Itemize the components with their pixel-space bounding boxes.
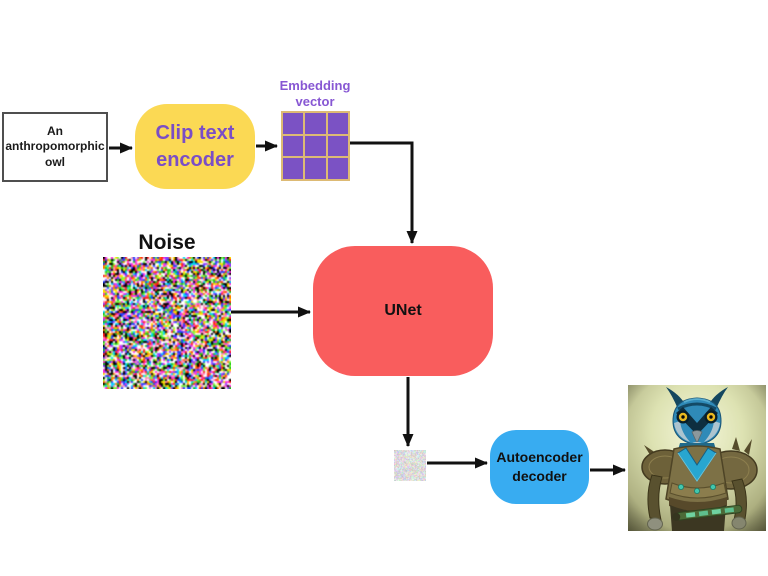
embedding-cell: [283, 113, 303, 134]
embedding-cell: [283, 136, 303, 157]
embedding-cell: [283, 158, 303, 179]
latent-patch-image: [394, 450, 426, 481]
embedding-cell: [305, 158, 325, 179]
noise-image: [103, 257, 231, 389]
unet-node: UNet: [313, 246, 493, 376]
prompt-text-box: An anthropomorphic owl: [2, 112, 108, 182]
autoencoder-decoder-node: Autoencoder decoder: [490, 430, 589, 504]
embedding-cell: [328, 113, 348, 134]
noise-label: Noise: [99, 230, 235, 256]
embedding-cell: [305, 113, 325, 134]
arrow-embedding-to-unet: [350, 143, 412, 243]
embedding-vector-grid: [281, 111, 350, 181]
embedding-cell: [328, 136, 348, 157]
clip-text-encoder-node: Clip text encoder: [135, 104, 255, 189]
output-owl-image: [628, 385, 766, 531]
embedding-cell: [305, 136, 325, 157]
embedding-vector-label: Embedding vector: [271, 78, 359, 110]
embedding-cell: [328, 158, 348, 179]
